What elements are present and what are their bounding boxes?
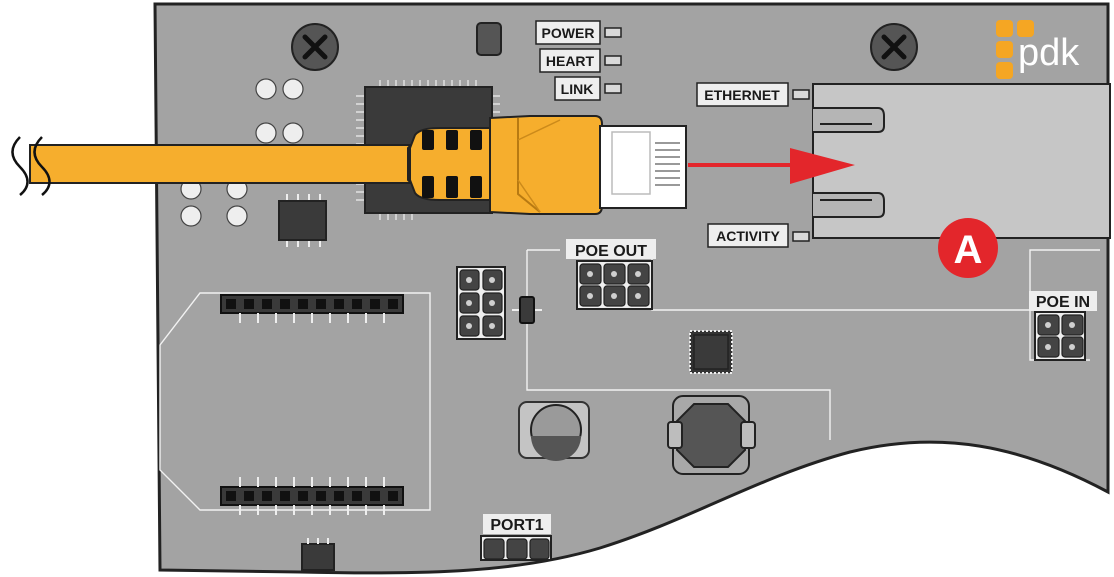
poe-out-header bbox=[576, 260, 653, 310]
svg-text:POE OUT: POE OUT bbox=[575, 243, 647, 260]
callout-a: A bbox=[938, 218, 998, 278]
cable-plug-housing bbox=[489, 115, 603, 215]
poe-in-label: POE IN bbox=[1029, 291, 1097, 311]
arrow-right-icon bbox=[688, 148, 855, 184]
brand-name: pdk bbox=[1018, 32, 1080, 74]
x-screw-icon bbox=[870, 23, 918, 71]
power-label: POWER bbox=[535, 20, 601, 45]
ethernet-jack bbox=[812, 83, 1111, 239]
wavy-break-icon bbox=[11, 136, 51, 196]
pdk-logo: pdk bbox=[996, 20, 1080, 79]
svg-text:PORT1: PORT1 bbox=[490, 517, 543, 534]
small-ic bbox=[278, 194, 327, 247]
boot-stripes bbox=[422, 130, 482, 198]
port1-label: PORT1 bbox=[483, 514, 551, 534]
svg-text:POE IN: POE IN bbox=[1036, 294, 1090, 311]
crystal-component bbox=[476, 22, 502, 56]
link-label: LINK bbox=[554, 76, 601, 101]
bottom-ic bbox=[301, 538, 335, 571]
port1-header bbox=[480, 535, 552, 561]
rj45-plug-tip bbox=[599, 125, 687, 209]
jumper-block bbox=[456, 266, 506, 340]
x-screw-icon bbox=[291, 23, 339, 71]
svg-text:ETHERNET: ETHERNET bbox=[704, 87, 780, 103]
poe-in-header bbox=[1034, 311, 1086, 361]
capacitor bbox=[518, 401, 590, 461]
activity-label: ACTIVITY bbox=[707, 223, 789, 248]
svg-text:LINK: LINK bbox=[561, 81, 594, 97]
led-indicators bbox=[604, 27, 810, 242]
svg-text:HEART: HEART bbox=[546, 53, 595, 69]
qfn-chip bbox=[689, 330, 733, 374]
svg-text:ACTIVITY: ACTIVITY bbox=[716, 228, 780, 244]
pin-header-bottom bbox=[220, 477, 404, 515]
svg-text:A: A bbox=[954, 228, 983, 272]
svg-text:POWER: POWER bbox=[542, 25, 595, 41]
poe-out-label: POE OUT bbox=[566, 239, 656, 260]
silkscreen-outline-left bbox=[159, 292, 431, 511]
pin-header-top bbox=[220, 294, 404, 323]
ethernet-cable bbox=[29, 115, 687, 215]
inductor bbox=[667, 395, 756, 475]
heart-label: HEART bbox=[539, 48, 601, 73]
ethernet-label: ETHERNET bbox=[696, 82, 789, 107]
smd-diode bbox=[512, 296, 542, 324]
